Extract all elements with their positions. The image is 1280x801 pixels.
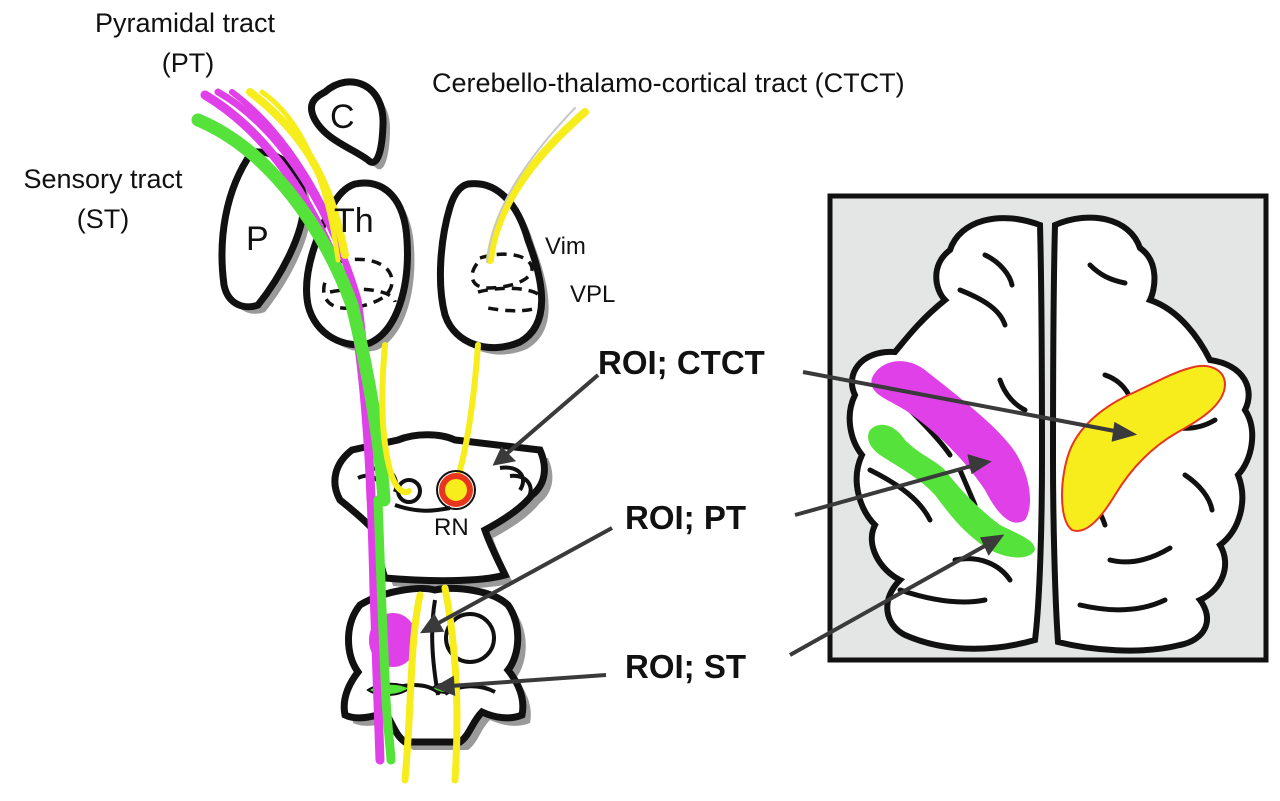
arrows (419, 370, 1138, 697)
st-label-line2: (ST) (77, 204, 129, 234)
vpl-label: VPL (570, 281, 615, 308)
arrow-st-roi-axial (789, 541, 991, 657)
roi-pt-label: ROI; PT (625, 499, 746, 536)
rn-label: RN (434, 514, 469, 541)
axial-slice-panel (827, 193, 1269, 663)
arrow-pt-roi-axial (794, 463, 976, 517)
putamen-label: P (246, 220, 269, 258)
ctct-right-fiber-1 (486, 108, 589, 264)
thalamus-right-shape (436, 180, 549, 355)
pt-label-line1: Pyramidal tract (95, 8, 276, 38)
roi-ctct-label: ROI; CTCT (598, 344, 765, 381)
ctct-lower-fiber-1 (401, 591, 424, 784)
ctct-roi-axial (1061, 365, 1227, 532)
arrow-ctct-roi-axial (802, 370, 1121, 434)
red-nucleus (436, 470, 476, 510)
labels: Pyramidal tract (PT) Sensory tract (ST) … (23, 8, 904, 685)
tracts (191, 88, 589, 784)
ctct-left-descending (379, 342, 412, 496)
thalamus-label: Th (334, 202, 374, 240)
ctct-lower-fiber-2 (441, 584, 461, 784)
caudate-shape (308, 78, 391, 170)
ctct-label: Cerebello-thalamo-cortical tract (CTCT) (432, 68, 905, 98)
pt-fiber-2 (214, 88, 374, 504)
st-roi-axial (868, 424, 1035, 558)
arrow-ctct-roi-midbrain (502, 373, 600, 458)
caudate-label: C (330, 98, 355, 136)
pt-label-line2: (PT) (162, 48, 214, 78)
st-fiber-2 (373, 495, 396, 765)
pt-roi-axial (871, 361, 1030, 523)
ctct-left-fiber-2 (259, 89, 341, 263)
arrow-pt-roi-midbrain (432, 526, 613, 628)
st-label-line1: Sensory tract (23, 164, 183, 194)
roi-st-label: ROI; ST (625, 648, 746, 685)
ctct-right-fiber-2 (486, 107, 576, 263)
vim-label: Vim (545, 233, 586, 260)
arrow-st-roi-medulla (449, 673, 607, 688)
st-fiber-1 (191, 113, 391, 507)
